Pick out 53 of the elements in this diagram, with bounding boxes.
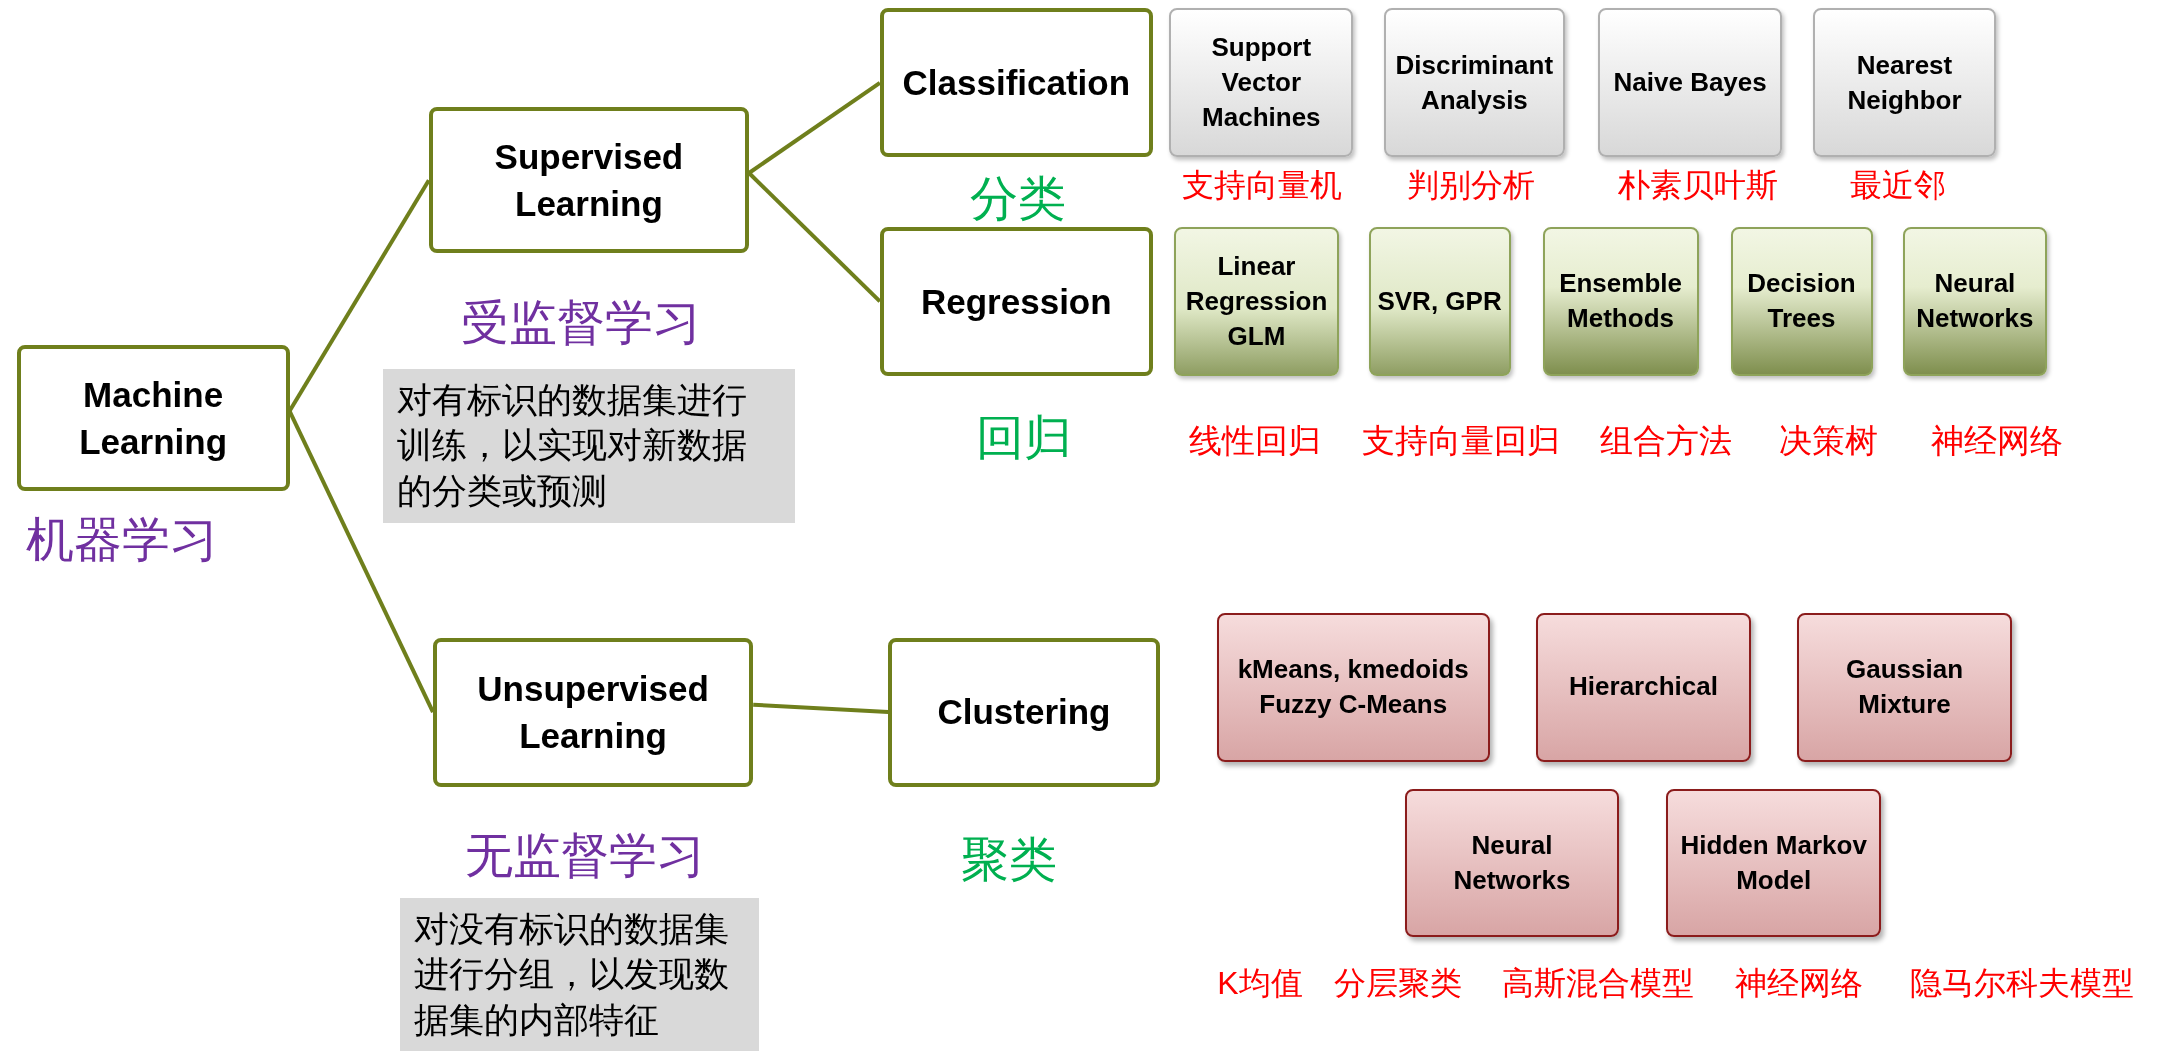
node-label: Naive Bayes [1613,66,1767,100]
node-label: Machine Learning [78,374,229,464]
translation-label: 分类 [969,172,1066,226]
method-box [1535,612,1752,762]
translation-label: 组合方法 [1599,422,1732,459]
node-label: Support Vector Machines [1201,31,1322,135]
translation-label: 回归 [976,411,1073,465]
node-label: Hierarchical [1569,670,1718,704]
method-box [1404,789,1620,937]
description-note [382,368,795,524]
translation-label: 线性回归 [1189,422,1321,459]
translation-label: 朴素贝叶斯 [1617,168,1778,204]
node-label: SVR, GPR [1377,284,1502,318]
method-box [1666,789,1881,937]
description-text: 对有标识的数据集进行训练，以实现对新数据的分类或预测 [396,378,748,512]
translation-label: 高斯混合模型 [1502,966,1695,1002]
translation-label: 最近邻 [1850,168,1947,204]
translation-label: 隐马尔科夫模型 [1909,966,2134,1002]
node-label: Unsupervised Learning [476,667,710,758]
node-label: Hidden Markov Model [1679,829,1868,898]
translation-label: 决策树 [1779,422,1879,459]
node-label: Decision Trees [1746,267,1857,336]
node-label: Classification [902,62,1131,105]
connector-line [753,702,889,715]
node-label: Neural Networks [1915,267,2035,336]
node-label: Clustering [937,691,1111,734]
node-label: Linear Regression GLM [1184,249,1329,353]
category-box [428,107,749,254]
translation-label: 机器学习 [26,513,219,567]
translation-label: 支持向量回归 [1362,422,1561,459]
translation-label: 无监督学习 [464,829,705,883]
description-text: 对没有标识的数据集进行分组，以发现数据集的内部特征 [413,907,730,1041]
node-label: Neural Networks [1452,829,1572,898]
node-label: Regression [921,280,1112,323]
node-label: Supervised Learning [493,136,685,226]
method-box [1216,612,1490,762]
category-box [432,637,754,787]
node-label: Ensemble Methods [1558,267,1683,336]
node-label: kMeans, kmedoids Fuzzy C-Means [1236,652,1470,722]
connector-line [747,81,881,175]
node-label: Discriminant Analysis [1394,48,1555,117]
translation-label: 支持向量机 [1181,168,1342,204]
translation-label: 受监督学习 [460,296,701,350]
translation-label: K均值 [1217,966,1303,1002]
translation-label: 神经网络 [1734,966,1863,1002]
translation-label: 聚类 [961,833,1058,887]
node-label: Nearest Neighbor [1846,48,1963,117]
translation-label: 分层聚类 [1333,966,1462,1002]
translation-label: 判别分析 [1406,168,1535,204]
description-note [399,897,759,1052]
node-label: Gaussian Mixture [1845,652,1965,722]
method-box [1797,612,2012,762]
translation-label: 神经网络 [1931,422,2064,459]
